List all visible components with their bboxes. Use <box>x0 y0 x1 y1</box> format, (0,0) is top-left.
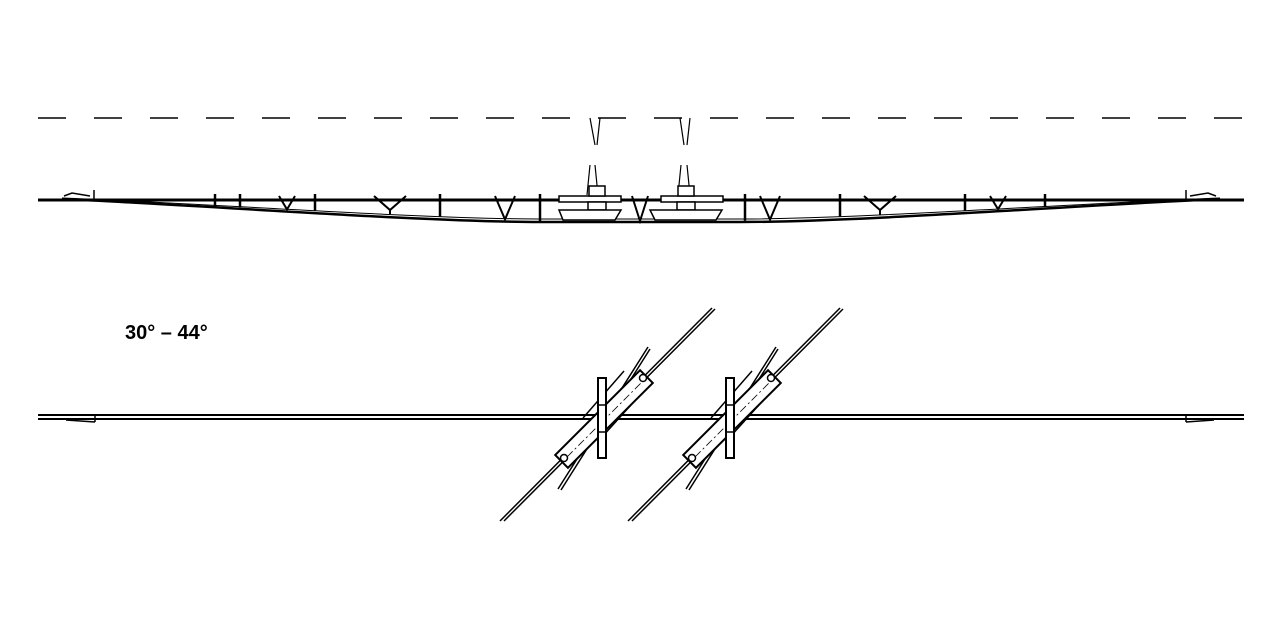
boom-tip-right <box>1185 190 1217 200</box>
boom-v-brace <box>494 195 516 222</box>
side-elevation-view <box>38 117 1244 225</box>
boom-verticals <box>213 194 1047 225</box>
bolt-hole <box>766 373 776 383</box>
bolt-hole <box>559 453 569 463</box>
boom-v-brace <box>278 195 296 212</box>
boom-tip-left <box>63 190 95 200</box>
nozzle-assembly-plan <box>499 307 716 522</box>
boom-v-brace <box>863 195 897 212</box>
boom-v-brace <box>759 195 781 223</box>
boom-plan-tip-right <box>1185 414 1215 423</box>
bolt-hole <box>638 373 648 383</box>
clamp-bar-joint <box>598 404 606 433</box>
nozzle-body-right <box>648 185 724 221</box>
boom-plan-tip-left <box>65 414 96 423</box>
bolt-hole <box>687 453 697 463</box>
boom-v-brace <box>989 195 1007 212</box>
plan-view <box>38 307 1244 522</box>
nozzle-spray-cones <box>586 117 691 196</box>
clamp-bar <box>597 377 607 459</box>
clamp-bar <box>725 377 735 459</box>
clamp-bar-joint <box>726 404 734 433</box>
nozzle-assembly-plan <box>627 307 844 522</box>
angle-range-label: 30° – 44° <box>125 322 208 344</box>
boom-v-brace <box>373 195 407 212</box>
boom-v-brace <box>631 195 649 225</box>
nozzle-body-left <box>557 185 623 221</box>
